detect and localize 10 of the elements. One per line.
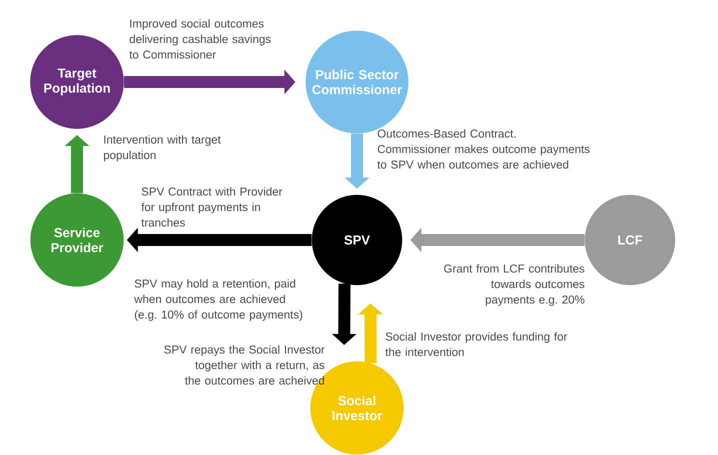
circle-node: Service Provider (30, 193, 124, 287)
edge-label: Grant from LCF contributes towards outcomes payments e.g. 20% (444, 264, 584, 306)
note-text: SPV may hold a retention, paid when outcomes are achieved (e.g. 10% of outcome payments) (134, 279, 302, 321)
edge-label: Social Investor provides funding for the intervention (385, 332, 568, 356)
circle-node: Target Population (30, 35, 124, 129)
circle-node: SPV (312, 194, 402, 286)
edge-label: Intervention with target population (104, 135, 221, 162)
edge-label: SPV Contract with Provider for upfront payments in tranches (141, 187, 282, 227)
circle-node: LCF (584, 194, 676, 286)
edge-label: Improved social outcomes delivering cashable savings to Commissioner (129, 19, 271, 59)
